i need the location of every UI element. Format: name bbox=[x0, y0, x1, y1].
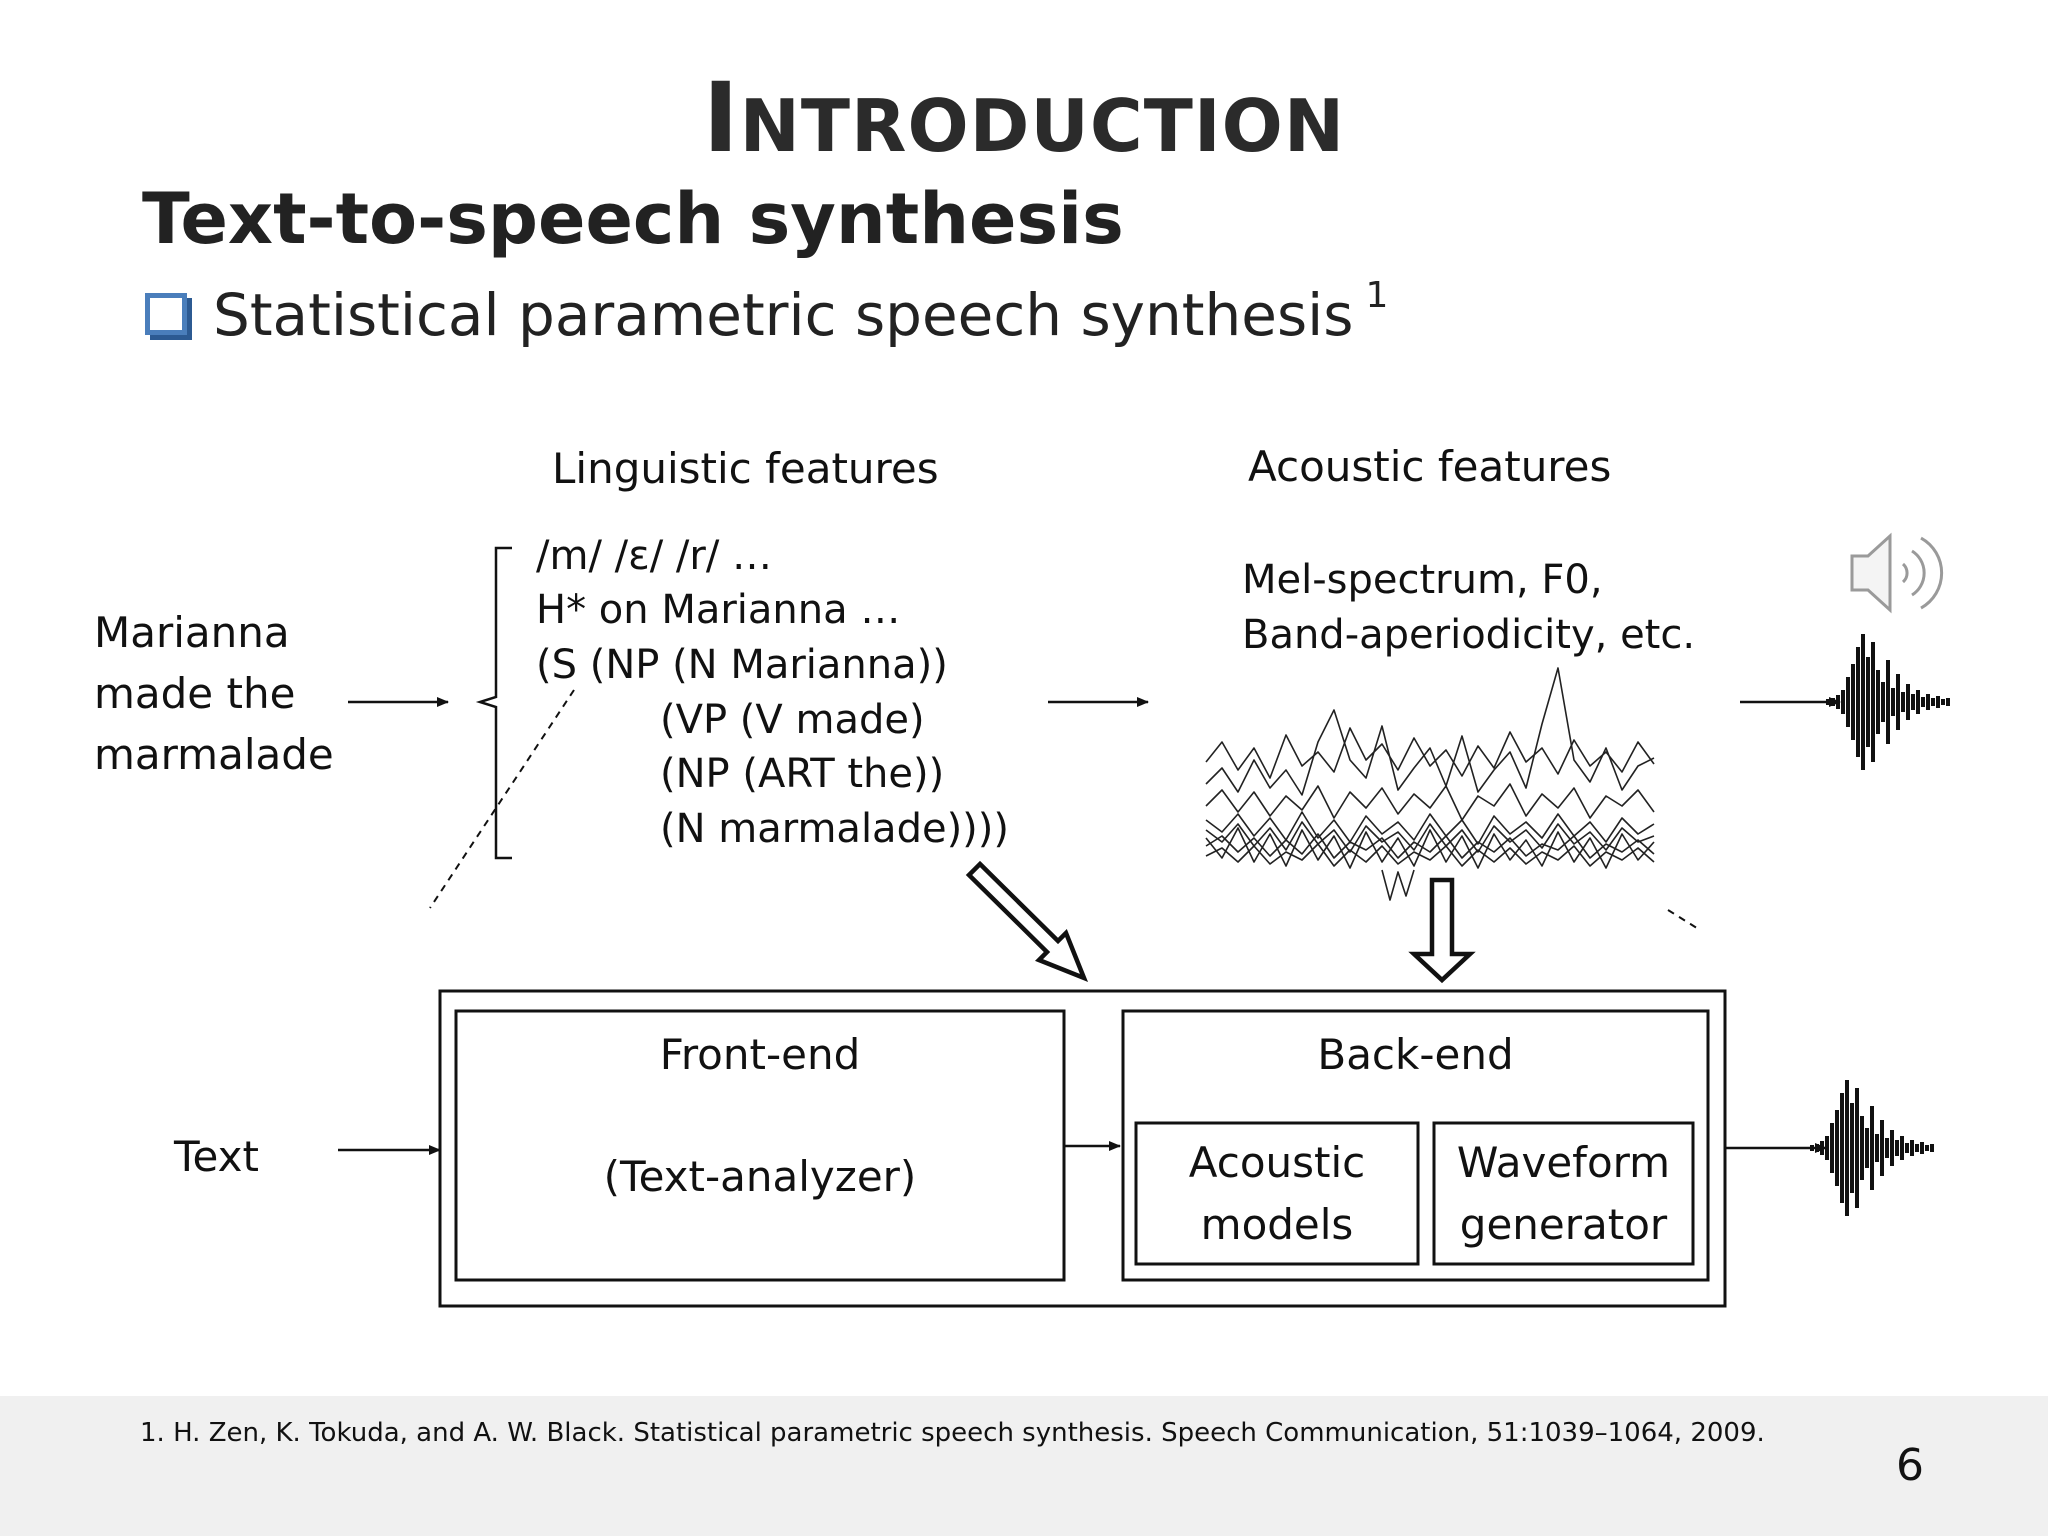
linguistic-line: (N marmalade)))) bbox=[660, 806, 1009, 852]
frontend-subtitle: (Text-analyzer) bbox=[603, 1152, 917, 1201]
zoom-line-left bbox=[429, 689, 575, 909]
acoustic-features-header: Acoustic features bbox=[1248, 442, 1612, 491]
waveform-icon bbox=[1810, 1080, 1934, 1216]
frontend-title: Front-end bbox=[659, 1030, 861, 1079]
hollow-arrow-linguistic-to-frontend bbox=[965, 860, 1089, 983]
input-sentence-line: marmalade bbox=[94, 730, 334, 779]
footnote-mark: 1 bbox=[1365, 275, 1389, 316]
acoustic-line: Band-aperiodicity, etc. bbox=[1242, 612, 1696, 658]
linguistic-line: H* on Marianna … bbox=[536, 587, 901, 633]
input-sentence-line: Marianna bbox=[94, 608, 290, 657]
frontend-box bbox=[454, 1009, 1066, 1282]
hollow-arrow-acoustic-to-backend bbox=[1408, 877, 1476, 984]
acoustic-line: Mel-spectrum, F0, bbox=[1242, 557, 1603, 603]
slide-title-initial: I bbox=[702, 62, 740, 174]
checkbox-bullet-icon bbox=[145, 293, 187, 335]
footnote-reference: 1. H. Zen, K. Tokuda, and A. W. Black. S… bbox=[140, 1418, 1765, 1448]
linguistic-line: (VP (V made) bbox=[660, 697, 925, 743]
bullet-label: Statistical parametric speech synthesis bbox=[213, 281, 1354, 349]
bullet-text: Statistical parametric speech synthesis 1 bbox=[213, 275, 1388, 349]
speaker-icon bbox=[1850, 532, 1944, 614]
input-sentence-line: made the bbox=[94, 669, 296, 718]
text-input-label: Text bbox=[174, 1132, 259, 1181]
waveform-generator-box bbox=[1432, 1121, 1695, 1266]
backend-box bbox=[1121, 1009, 1710, 1282]
zoom-line-right bbox=[1667, 909, 1701, 931]
acoustic-models-box bbox=[1134, 1121, 1420, 1266]
linguistic-line: (S (NP (N Marianna)) bbox=[536, 642, 948, 688]
linguistic-brace bbox=[475, 546, 512, 860]
acoustic-models-label: Acoustic bbox=[1188, 1138, 1366, 1187]
waveform-icon bbox=[1826, 634, 1950, 770]
linguistic-features-header: Linguistic features bbox=[552, 444, 939, 493]
acoustic-trajectories bbox=[1205, 667, 1655, 901]
waveform-generator-label: generator bbox=[1459, 1200, 1668, 1249]
bullet-item: Statistical parametric speech synthesis 1 bbox=[145, 275, 1388, 349]
backend-title: Back-end bbox=[1317, 1030, 1514, 1079]
diagram-graphics bbox=[338, 532, 1950, 1308]
system-outer-box bbox=[438, 989, 1727, 1308]
slide-title-rest: NTRODUCTION bbox=[739, 84, 1346, 168]
waveform-generator-label: Waveform bbox=[1456, 1138, 1671, 1187]
slide-title: INTRODUCTION bbox=[0, 62, 2048, 174]
linguistic-line: (NP (ART the)) bbox=[660, 751, 945, 797]
footer-band bbox=[0, 1396, 2048, 1536]
page-number: 6 bbox=[1896, 1440, 1924, 1491]
acoustic-models-label: models bbox=[1200, 1200, 1354, 1249]
linguistic-line: /m/ /ɛ/ /r/ … bbox=[536, 533, 773, 579]
slide-subtitle: Text-to-speech synthesis bbox=[142, 178, 1124, 260]
